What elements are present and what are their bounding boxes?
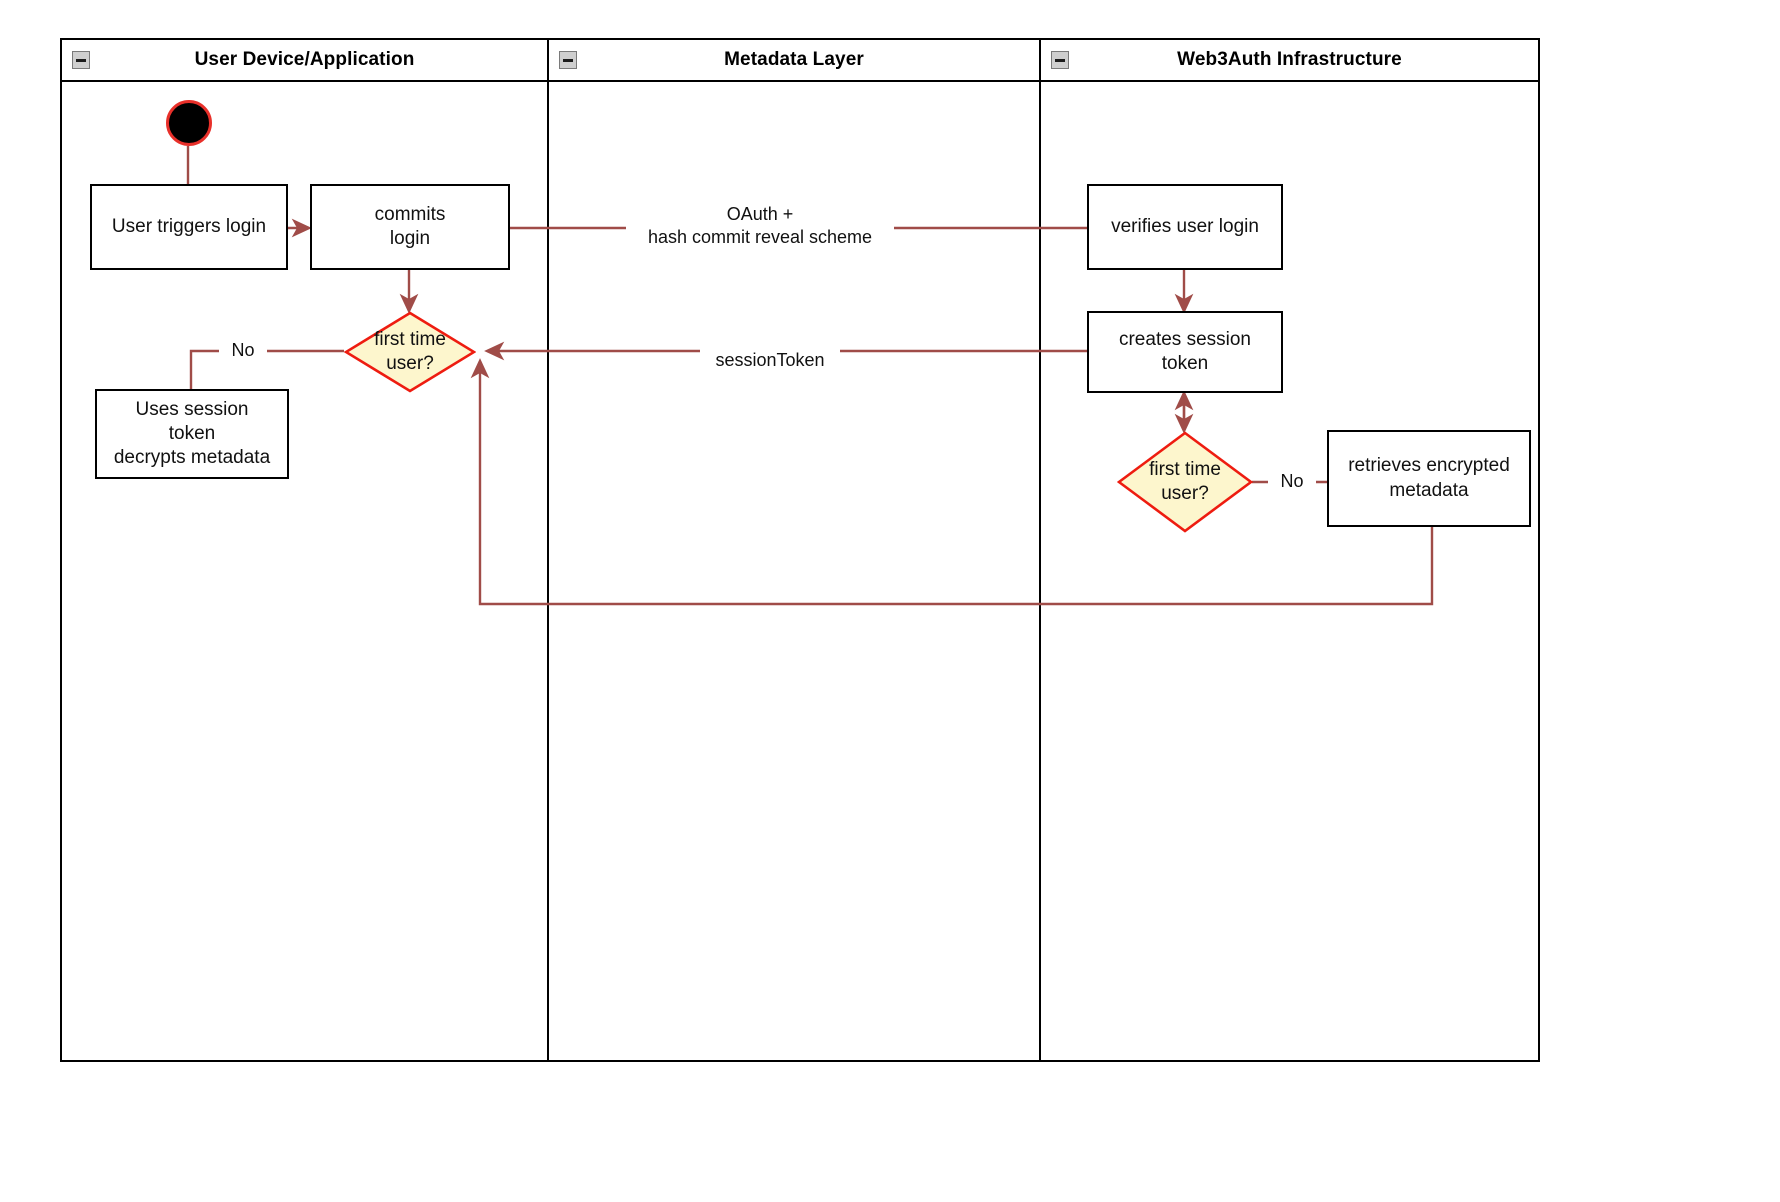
decision-first-time-user-right[interactable]: first time user? xyxy=(1117,431,1253,533)
swimlane-header-metadata-layer: Metadata Layer xyxy=(549,40,1039,82)
action-retrieves-encrypted-metadata[interactable]: retrieves encrypted metadata xyxy=(1327,430,1531,527)
action-label: commits login xyxy=(374,203,446,249)
decision-label: first time user? xyxy=(374,329,446,374)
edge-label-session-token: sessionToken xyxy=(700,349,840,373)
action-label: Uses session token decrypts metadata xyxy=(113,398,271,469)
swimlane-title-user-device: User Device/Application xyxy=(194,49,415,70)
decision-label: first time user? xyxy=(1149,459,1221,504)
action-label: creates session token xyxy=(1118,328,1251,374)
action-commits-login[interactable]: commits login xyxy=(310,184,510,270)
edge-label-no-right: No xyxy=(1268,470,1316,494)
action-label: retrieves encrypted metadata xyxy=(1348,455,1510,501)
action-label: User triggers login xyxy=(111,215,267,237)
action-label: verifies user login xyxy=(1111,215,1259,237)
action-uses-session-token[interactable]: Uses session token decrypts metadata xyxy=(95,389,289,479)
minus-icon[interactable] xyxy=(72,51,90,69)
minus-icon[interactable] xyxy=(559,51,577,69)
action-creates-session-token[interactable]: creates session token xyxy=(1087,311,1283,393)
decision-shape xyxy=(1117,431,1253,533)
action-verifies-user-login[interactable]: verifies user login xyxy=(1087,184,1283,270)
edge-label-no-left: No xyxy=(219,339,267,363)
edge-label-oauth: OAuth + hash commit reveal scheme xyxy=(626,203,894,250)
swimlane-header-user-device: User Device/Application xyxy=(62,40,547,82)
initial-node[interactable] xyxy=(166,100,212,146)
swimlane-title-web3auth: Web3Auth Infrastructure xyxy=(1177,49,1402,70)
swimlane-header-web3auth: Web3Auth Infrastructure xyxy=(1041,40,1538,82)
action-user-triggers-login[interactable]: User triggers login xyxy=(90,184,288,270)
swimlane-metadata-layer[interactable]: Metadata Layer xyxy=(547,38,1041,1062)
decision-shape xyxy=(344,311,476,393)
swimlane-title-metadata-layer: Metadata Layer xyxy=(724,49,864,70)
minus-icon[interactable] xyxy=(1051,51,1069,69)
decision-first-time-user-left[interactable]: first time user? xyxy=(344,311,476,393)
